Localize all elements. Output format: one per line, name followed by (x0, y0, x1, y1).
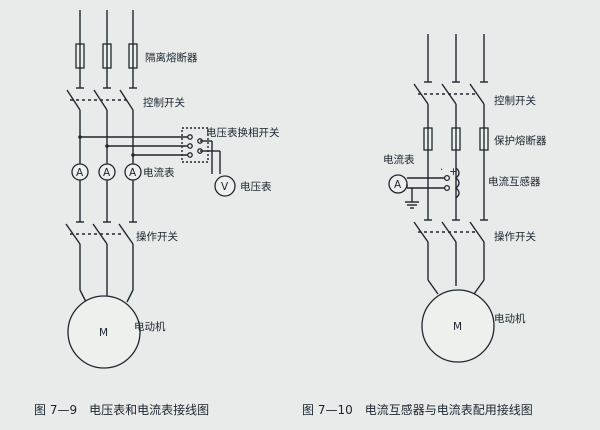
label-voltmeter: 电压表 (240, 180, 272, 193)
left-phase-lines (79, 10, 134, 88)
right-ammeter-symbol: A (394, 179, 402, 191)
left-diagram: 隔离熔断器 控制开关 (34, 10, 280, 417)
label-protect-fuse: 保护熔断器 (494, 134, 547, 147)
label-operation-switch-right: 操作开关 (494, 230, 536, 243)
right-phase-lines (427, 34, 485, 82)
label-control-switch-left: 控制开关 (143, 96, 185, 109)
label-motor-left: 电动机 (134, 320, 166, 333)
right-motor-symbol: M (453, 321, 462, 333)
left-motor-leads (79, 244, 134, 303)
right-protect-fuses (423, 127, 489, 220)
voltmeter: V (214, 175, 236, 197)
ct-polarity-mark: · (440, 164, 443, 176)
label-motor-right: 电动机 (494, 312, 526, 325)
caption-fig-7-9: 图 7—9 电压表和电流表接线图 (34, 402, 209, 417)
left-isolating-fuses (75, 43, 138, 69)
label-current-transformer: 电流互感器 (488, 175, 541, 188)
ct-polarity-plus: + (449, 166, 458, 178)
left-ammeters: A A A (71, 163, 142, 222)
label-voltmeter-switch: 电压表换相开关 (206, 126, 280, 139)
right-diagram: 控制开关 保护熔断器 · + 电流互感器 A (302, 34, 547, 417)
label-isolating-fuse: 隔离熔断器 (145, 51, 198, 64)
left-motor-symbol: M (99, 327, 108, 339)
right-motor: M (421, 289, 495, 363)
label-operation-switch-left: 操作开关 (136, 230, 178, 243)
label-ammeter-right: 电流表 (383, 153, 415, 166)
caption-fig-7-10: 图 7—10 电流互感器与电流表配用接线图 (302, 402, 533, 417)
ammeter-symbol-1: A (76, 167, 84, 179)
ammeter-symbol-2: A (103, 167, 111, 179)
right-ammeter: A (388, 174, 419, 209)
left-operation-switch (65, 221, 137, 245)
left-control-switch (66, 87, 137, 164)
label-ammeter-left: 电流表 (143, 166, 175, 179)
left-motor: M (67, 295, 141, 369)
right-control-switch (413, 81, 488, 128)
right-operation-switch (413, 219, 488, 243)
ammeter-symbol-3: A (129, 167, 137, 179)
current-transformer: · + (407, 164, 460, 199)
voltmeter-changeover-switch (78, 127, 221, 174)
right-motor-leads (427, 242, 485, 295)
label-control-switch-right: 控制开关 (494, 94, 536, 107)
voltmeter-symbol: V (221, 181, 229, 193)
